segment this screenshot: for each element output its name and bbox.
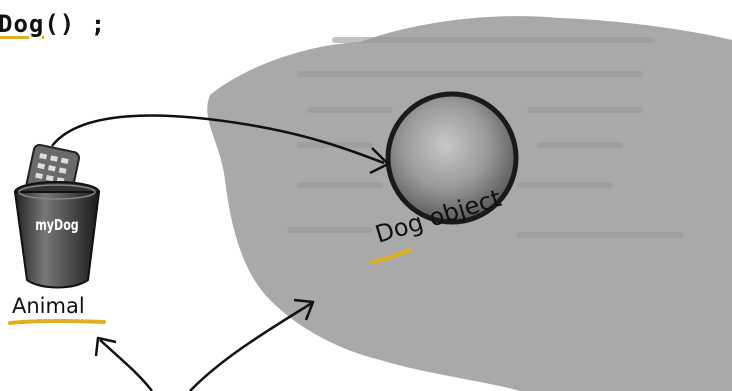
- code-class-name: Dog: [0, 10, 44, 38]
- reference-name: myDog: [27, 216, 88, 234]
- code-statement: Dog() ;: [0, 10, 106, 38]
- reference-cup: [15, 182, 99, 288]
- reference-type-label: Animal: [12, 294, 85, 318]
- type-underline: [10, 321, 104, 323]
- bottom-arrow-left: [100, 340, 152, 391]
- code-rest: () ;: [44, 10, 106, 38]
